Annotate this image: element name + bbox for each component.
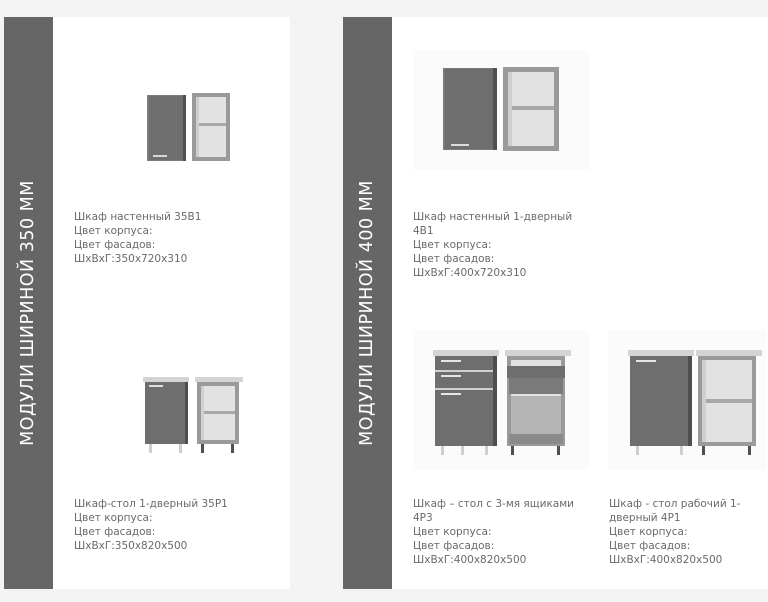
base-cabinet-icon [143, 377, 243, 453]
product-name: Шкаф настенный 35В1 [74, 211, 202, 223]
facade-color-label: Цвет фасадов: [74, 526, 156, 538]
product-caption-4r1: Шкаф - стол рабочий 1-дверный 4Р1 Цвет к… [609, 497, 759, 567]
product-caption-4r3: Шкаф – стол с 3-мя ящиками 4Р3 Цвет корп… [413, 497, 585, 567]
body-color-label: Цвет корпуса: [609, 526, 688, 538]
product-dimensions: ШхВхГ:350х720х310 [74, 253, 188, 265]
product-image-4r1[interactable] [608, 330, 766, 470]
drawer-cabinet-icon [413, 330, 589, 470]
facade-color-label: Цвет фасадов: [413, 253, 495, 265]
catalog-section-400: МОДУЛИ ШИРИНОЙ 400 ММ Шкаф настенный 1-д… [343, 17, 768, 589]
product-image-35r1[interactable] [143, 377, 245, 457]
section-band-label: МОДУЛИ ШИРИНОЙ 350 ММ [18, 180, 38, 446]
product-caption-35r1: Шкаф-стол 1-дверный 35Р1 Цвет корпуса: Ц… [74, 497, 279, 553]
body-color-label: Цвет корпуса: [74, 225, 153, 237]
facade-color-label: Цвет фасадов: [74, 239, 156, 251]
wall-cabinet-icon [147, 93, 230, 161]
catalog-section-350: МОДУЛИ ШИРИНОЙ 350 ММ Шкаф настенный 35В… [4, 17, 290, 589]
section-band: МОДУЛИ ШИРИНОЙ 400 ММ [343, 17, 392, 589]
facade-color-label: Цвет фасадов: [609, 540, 691, 552]
product-image-35v1[interactable] [147, 93, 249, 179]
wall-cabinet-icon [413, 50, 589, 170]
base-cabinet-icon [608, 330, 766, 470]
body-color-label: Цвет корпуса: [74, 512, 153, 524]
product-name: Шкаф – стол с 3-мя ящиками 4Р3 [413, 498, 574, 524]
product-image-4v1[interactable] [413, 50, 589, 170]
product-caption-4v1: Шкаф настенный 1-дверный 4В1 Цвет корпус… [413, 210, 585, 280]
body-color-label: Цвет корпуса: [413, 526, 492, 538]
product-dimensions: ШхВхГ:400х720х310 [413, 267, 527, 279]
body-color-label: Цвет корпуса: [413, 239, 492, 251]
product-name: Шкаф-стол 1-дверный 35Р1 [74, 498, 228, 510]
product-image-4r3[interactable] [413, 330, 589, 470]
product-dimensions: ШхВхГ:350х820х500 [74, 540, 188, 552]
section-band-label: МОДУЛИ ШИРИНОЙ 400 ММ [357, 180, 377, 446]
product-dimensions: ШхВхГ:400х820х500 [413, 554, 527, 566]
section-band: МОДУЛИ ШИРИНОЙ 350 ММ [4, 17, 53, 589]
product-caption-35v1: Шкаф настенный 35В1 Цвет корпуса: Цвет ф… [74, 210, 279, 266]
product-dimensions: ШхВхГ:400х820х500 [609, 554, 723, 566]
product-name: Шкаф - стол рабочий 1-дверный 4Р1 [609, 498, 741, 524]
facade-color-label: Цвет фасадов: [413, 540, 495, 552]
product-name: Шкаф настенный 1-дверный 4В1 [413, 211, 573, 237]
